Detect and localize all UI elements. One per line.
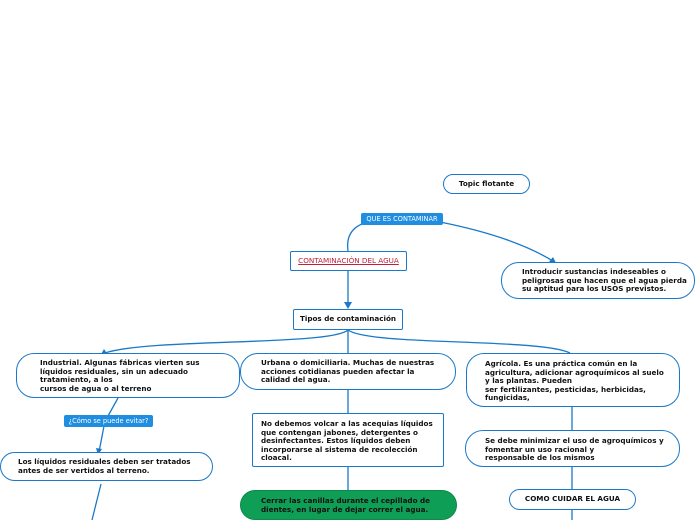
industrial-label: Industrial. Algunas fábricas vierten sus… — [40, 358, 200, 393]
industrial-node[interactable]: Industrial. Algunas fábricas vierten sus… — [16, 353, 240, 398]
urbana-label: Urbana o domiciliaria. Muchas de nuestra… — [261, 358, 435, 385]
link-liquidos-down — [91, 483, 102, 520]
cerrar-canillas-node[interactable]: Cerrar las canillas durante el cepillado… — [240, 490, 457, 520]
link-tipos-to-industrial — [104, 329, 349, 354]
como-cuidar-el-agua-node[interactable]: COMO CUIDAR EL AGUA — [509, 489, 636, 510]
minimizar-agroquimicos-label: Se debe minimizar el uso de agroquímicos… — [485, 436, 664, 463]
urbana-node[interactable]: Urbana o domiciliaria. Muchas de nuestra… — [240, 353, 456, 390]
no-debemos-volcar-node[interactable]: No debemos volcar a las acequias líquido… — [252, 413, 444, 467]
contaminacion-del-agua-label: CONTAMINACIÓN DEL AGUA — [298, 255, 399, 266]
introducir-label: Introducir sustancias indeseables o peli… — [522, 267, 687, 294]
topic-flotante-node[interactable]: Topic flotante — [443, 174, 530, 194]
cerrar-canillas-label: Cerrar las canillas durante el cepillado… — [261, 496, 431, 514]
arrowhead-tipos — [344, 302, 352, 309]
del-agua-text: DEL AGUA — [359, 255, 399, 265]
minimizar-agroquimicos-node[interactable]: Se debe minimizar el uso de agroquímicos… — [465, 430, 680, 467]
liquidos-residuales-label: Los líquidos residuales deben ser tratad… — [18, 457, 191, 475]
link-que-es-to-introducir — [439, 221, 557, 264]
tipos-de-contaminacion-node[interactable]: Tipos de contaminación — [293, 309, 403, 330]
arrowhead-introducir — [549, 257, 556, 263]
link-tipos-to-agricola — [347, 329, 571, 354]
no-debemos-volcar-label: No debemos volcar a las acequias líquido… — [261, 419, 433, 463]
agricola-label: Agrícola. Es una práctica común en la ag… — [485, 359, 664, 403]
como-se-puede-evitar-label: ¿Cómo se puede evitar? — [68, 417, 149, 425]
liquidos-residuales-node[interactable]: Los líquidos residuales deben ser tratad… — [0, 452, 213, 481]
como-se-puede-evitar-tag[interactable]: ¿Cómo se puede evitar? — [64, 415, 153, 427]
contaminacion-link[interactable]: CONTAMINACIÓN — [298, 255, 360, 265]
agricola-node[interactable]: Agrícola. Es una práctica común en la ag… — [466, 353, 680, 407]
como-cuidar-el-agua-label: COMO CUIDAR EL AGUA — [524, 494, 621, 504]
que-es-contaminar-tag[interactable]: QUE ES CONTAMINAR — [361, 213, 443, 225]
link-contaminacion-to-que-es — [346, 221, 369, 252]
link-industrial-to-evitar — [107, 397, 119, 417]
topic-flotante-label: Topic flotante — [458, 178, 515, 188]
link-evitar-to-liquidos — [98, 425, 105, 453]
tipos-de-contaminacion-label: Tipos de contaminación — [299, 314, 397, 324]
que-es-contaminar-label: QUE ES CONTAMINAR — [366, 215, 438, 223]
contaminacion-del-agua-node[interactable]: CONTAMINACIÓN DEL AGUA — [290, 251, 407, 271]
introducir-node[interactable]: Introducir sustancias indeseables o peli… — [501, 262, 695, 299]
